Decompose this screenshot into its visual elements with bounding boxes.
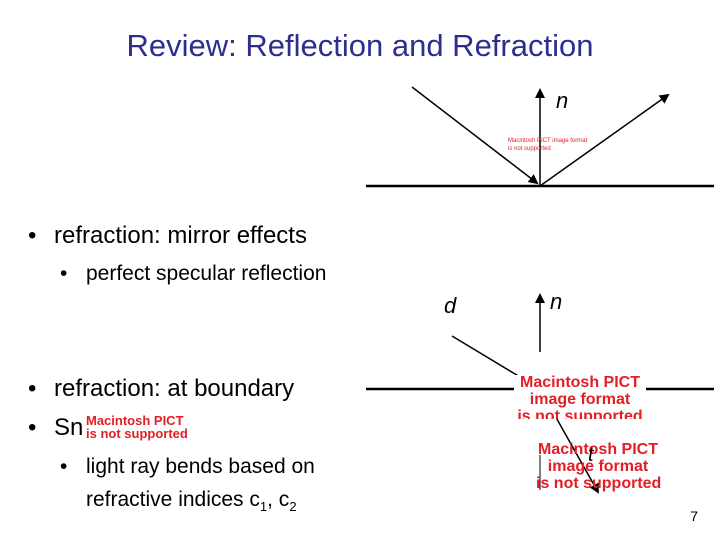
pict-placeholder-top: Macintosh PICT image format is not suppo… [508,138,588,152]
bullet-snell: • Sn [28,414,83,442]
incident-ray [411,86,539,185]
bullet-text: Sn [54,414,84,441]
pict-placeholder-lower: Macintosh PICT image format is not suppo… [536,441,662,492]
subscript-1: 1 [259,499,268,515]
bullet-text: refraction: at boundary [54,375,295,402]
refractive-text: refractive indices c [86,488,260,511]
bullet-glyph: • [60,455,68,478]
bullet-glyph: • [28,375,37,402]
sub-bullet-bends: • light ray bends based on [60,455,315,479]
bullet-glyph: • [28,222,37,249]
refracted-label-t: t [588,444,594,466]
bullet-glyph: • [28,414,37,441]
direction-label-d: d [444,293,457,318]
bullet-glyph: • [60,262,68,285]
reflected-ray [539,93,670,187]
bullet-text: perfect specular reflection [86,262,327,285]
slide-title: Review: Reflection and Refraction [126,28,594,63]
bullet-refraction: • refraction: at boundary [28,375,294,403]
refractive-sep: , c [267,488,290,511]
page-number: 7 [690,508,698,524]
pict-placeholder-middle: Macintosh PICT image format is not suppo… [514,375,646,419]
normal-label-bottom: n [550,289,563,314]
bullet-reflection: • refraction: mirror effects [28,222,307,250]
sub-bullet-specular: • perfect specular reflection [60,262,326,286]
bullet-text: light ray bends based on [86,455,315,478]
normal-label-top: n [556,88,569,113]
bullet-text: refraction: mirror effects [54,222,307,249]
sub-bullet-bends-cont: refractive indices c1, c2 [86,488,297,514]
subscript-2: 2 [289,499,297,515]
pict-placeholder-inline: Macintosh PICT is not supported [86,413,188,441]
